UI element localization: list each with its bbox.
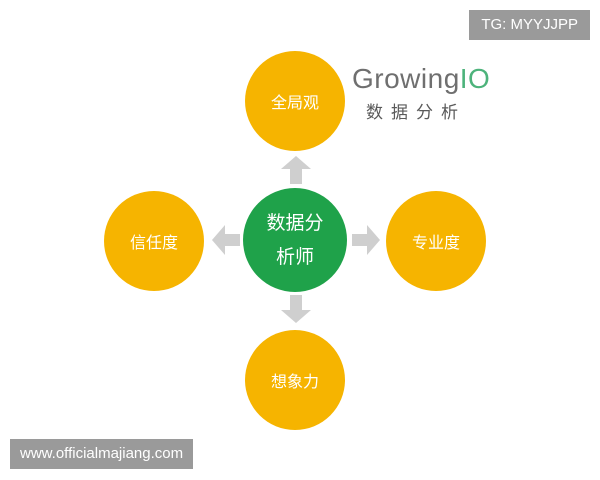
url-watermark: www.officialmajiang.com [10,439,194,469]
node-bottom-label: 想象力 [270,372,319,391]
node-center: 数据分 析师 [243,188,347,292]
node-center-line1: 数据分 [266,212,324,234]
node-left: 信任度 [104,191,204,291]
logo-name-accent: IO [459,63,491,94]
logo-name-main: Growing [352,63,460,94]
logo-subtitle: 数据分析 [366,103,466,123]
node-bottom: 想象力 [245,330,345,430]
arrow-left-icon [212,225,240,255]
node-right: 专业度 [386,191,486,291]
arrow-right-icon [352,225,380,255]
node-center-line2: 析师 [275,246,314,268]
logo-name: GrowingIO [352,64,522,94]
arrow-down-icon [281,295,311,323]
growingio-logo: GrowingIO 数据分析 [352,64,522,124]
node-top: 全局观 [245,51,345,151]
node-top-label: 全局观 [270,93,319,112]
node-right-label: 专业度 [411,233,460,252]
tg-watermark: TG: MYYJJPP [469,10,590,40]
node-left-label: 信任度 [129,233,178,252]
arrow-up-icon [281,156,311,184]
